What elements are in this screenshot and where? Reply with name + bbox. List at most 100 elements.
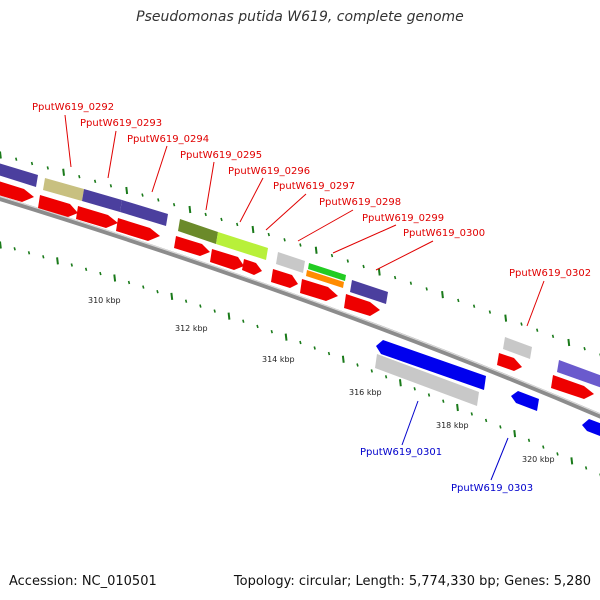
- scale-tick-outer-22: [346, 259, 349, 263]
- scale-tick-outer-2: [30, 161, 34, 166]
- scale-tick-outer-5: [78, 174, 81, 179]
- genome-backbone-highlight: [0, 195, 600, 415]
- cog-blocks: [0, 163, 600, 388]
- scale-tick-outer-7: [109, 184, 113, 188]
- scale-tick-inner-1: [13, 247, 16, 251]
- scale-label-316kbp: 316 kbp: [349, 388, 382, 397]
- gene-label-0299: PputW619_0299: [362, 213, 444, 224]
- scale-tick-outer-0: [0, 151, 2, 159]
- scale-tick-outer-10: [157, 198, 160, 202]
- accession-text: Accession: NC_010501: [9, 574, 157, 589]
- scale-tick-inner-16: [227, 312, 231, 320]
- cds-arrow-fwd-6: [210, 249, 244, 270]
- cds-arrow-fwd-2: [38, 195, 78, 217]
- leader-0303: [490, 437, 509, 481]
- gene-block-khaki: [43, 178, 84, 201]
- scale-tick-inner-4: [56, 257, 59, 265]
- leader-0300: [375, 240, 434, 271]
- scale-tick-outer-16: [251, 225, 255, 234]
- scale-tick-inner-31: [442, 399, 445, 403]
- scale-tick-outer-27: [425, 287, 428, 291]
- cds-arrow-fwd-8: [271, 269, 298, 288]
- scale-tick-inner-7: [99, 271, 102, 276]
- scale-tick-inner-35: [499, 425, 502, 429]
- scale-tick-inner-17: [242, 319, 245, 323]
- scale-tick-inner-0: [0, 241, 2, 249]
- scale-tick-outer-18: [283, 238, 286, 242]
- reverse-cds: [375, 340, 600, 437]
- gene-block-purple-e: [557, 360, 600, 388]
- scale-ticks-outer: [0, 151, 600, 357]
- scale-tick-outer-25: [393, 275, 397, 280]
- gene-block-purple-d: [350, 280, 388, 304]
- scale-tick-inner-34: [484, 418, 488, 423]
- scale-label-310kbp: 310 kbp: [88, 296, 121, 305]
- scale-tick-outer-24: [377, 268, 381, 276]
- scale-tick-inner-30: [427, 393, 431, 397]
- scale-tick-inner-38: [542, 445, 545, 449]
- scale-tick-inner-9: [127, 280, 131, 285]
- scale-tick-inner-24: [341, 355, 345, 363]
- gene-block-grey-b: [503, 337, 532, 359]
- scale-tick-inner-33: [470, 412, 473, 416]
- scale-tick-outer-35: [551, 334, 555, 339]
- scale-tick-inner-25: [356, 363, 359, 367]
- gene-block-purple-b: [82, 189, 122, 212]
- scale-tick-outer-21: [330, 253, 334, 258]
- scale-tick-inner-3: [42, 255, 45, 259]
- scale-tick-inner-23: [327, 351, 331, 356]
- scale-tick-inner-39: [556, 452, 559, 456]
- scale-tick-inner-11: [156, 289, 159, 294]
- scale-label-320kbp: 320 kbp: [522, 455, 555, 464]
- scale-tick-outer-15: [236, 222, 239, 227]
- leader-0293: [107, 130, 117, 179]
- gene-label-0300: PputW619_0300: [403, 228, 485, 239]
- genome-backbone: [0, 195, 600, 419]
- scale-tick-inner-2: [27, 251, 31, 255]
- scale-tick-outer-6: [93, 179, 97, 184]
- cds-arrow-rev-2: [511, 391, 539, 411]
- forward-cds: [0, 181, 594, 399]
- scale-tick-inner-8: [113, 274, 117, 282]
- leader-0295: [205, 161, 215, 211]
- gene-block-olive: [178, 219, 218, 244]
- scale-tick-inner-5: [70, 263, 73, 267]
- cds-arrow-fwd-12: [551, 375, 594, 399]
- scale-tick-inner-22: [313, 346, 316, 350]
- cds-arrow-fwd-10: [344, 294, 380, 316]
- scale-tick-inner-13: [184, 299, 188, 303]
- gene-label-0297: PputW619_0297: [273, 181, 355, 192]
- scale-tick-outer-4: [62, 168, 65, 176]
- gene-label-0301: PputW619_0301: [360, 447, 442, 458]
- scale-tick-inner-41: [584, 466, 588, 470]
- scale-tick-inner-10: [142, 285, 145, 289]
- scale-tick-inner-12: [170, 292, 174, 301]
- scale-tick-outer-37: [583, 346, 586, 351]
- gene-label-0294: PputW619_0294: [127, 134, 209, 145]
- scale-tick-inner-15: [213, 309, 216, 313]
- scale-tick-inner-32: [456, 403, 459, 412]
- cds-arrow-fwd-9: [300, 279, 338, 301]
- leader-0292: [64, 114, 72, 168]
- scale-tick-inner-27: [384, 375, 388, 379]
- scale-tick-outer-26: [409, 281, 413, 285]
- gene-label-0292: PputW619_0292: [32, 102, 114, 113]
- scale-tick-outer-12: [188, 205, 192, 214]
- scale-tick-outer-19: [299, 243, 302, 247]
- scale-tick-outer-33: [520, 322, 523, 326]
- scale-tick-inner-36: [513, 429, 517, 438]
- cds-arrow-rev-3: [582, 419, 600, 437]
- scale-tick-inner-18: [256, 324, 259, 329]
- cds-arrow-rev-1: [376, 340, 486, 390]
- leader-0296: [239, 177, 264, 223]
- gene-label-0296: PputW619_0296: [228, 166, 310, 177]
- leader-0299: [332, 224, 397, 254]
- scale-label-318kbp: 318 kbp: [436, 421, 469, 430]
- gene-block-grey-long: [375, 354, 479, 406]
- scale-tick-outer-8: [125, 186, 129, 195]
- leader-0301: [401, 400, 419, 446]
- scale-tick-inner-28: [399, 379, 402, 387]
- scale-tick-inner-29: [413, 387, 416, 391]
- scale-tick-outer-11: [172, 202, 176, 207]
